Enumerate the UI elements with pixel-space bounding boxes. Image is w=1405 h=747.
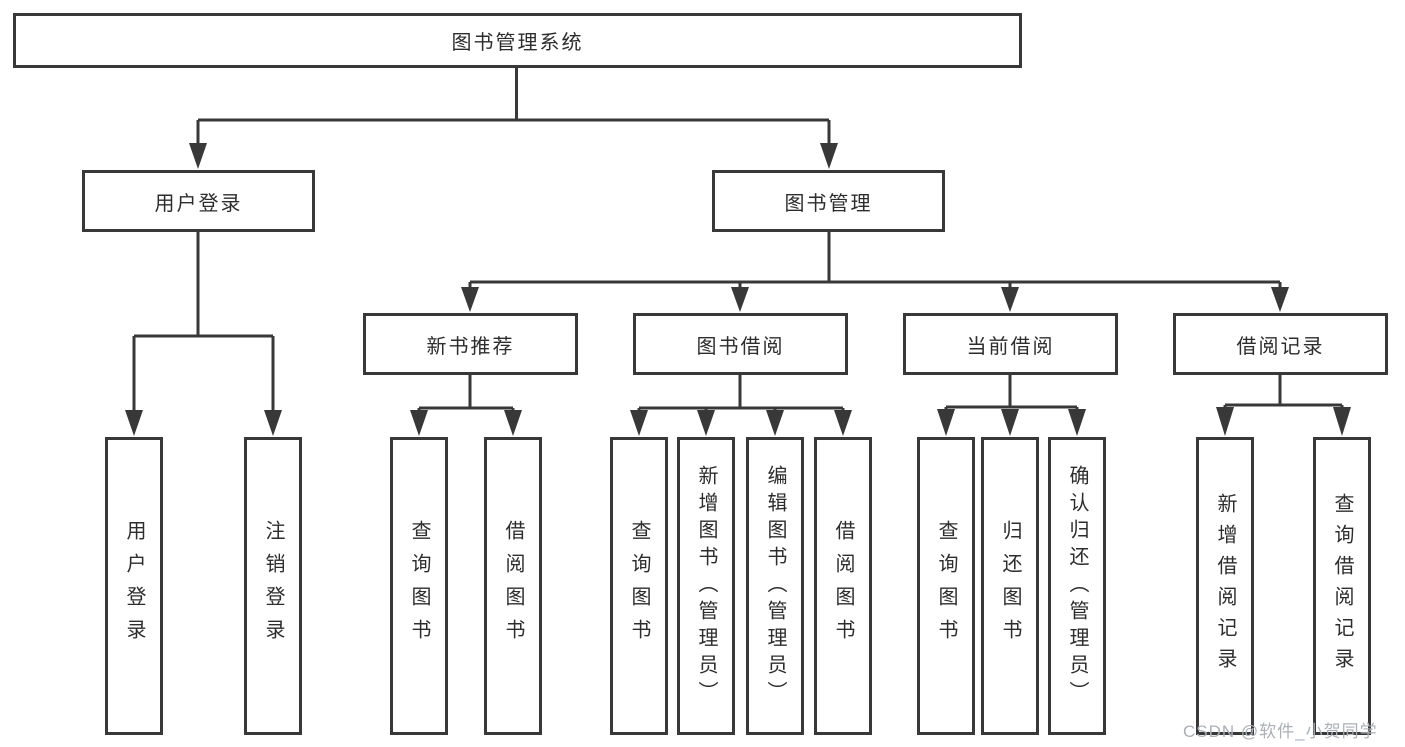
leaf-cb-return-book: 归还图书 bbox=[981, 437, 1039, 735]
arrowheads-level2 bbox=[189, 143, 838, 169]
leaf-cb-query-book: 查询图书 bbox=[917, 437, 975, 735]
arrowheads-book-borrow-group bbox=[630, 410, 852, 436]
leaf-logout: 注销登录 bbox=[244, 437, 302, 735]
connector-book-borrow-group bbox=[637, 375, 845, 412]
connector-new-book-group bbox=[417, 375, 515, 412]
leaf-bb-query-book: 查询图书 bbox=[610, 437, 668, 735]
arrowheads-new-book-group bbox=[410, 410, 522, 436]
leaf-nbr-query-book: 查询图书 bbox=[390, 437, 448, 735]
arrowheads-user-login-group bbox=[125, 410, 282, 436]
connector-current-borrow-group bbox=[944, 375, 1079, 411]
node-current-borrow: 当前借阅 bbox=[903, 313, 1118, 375]
leaf-br-query-record: 查询借阅记录 bbox=[1313, 437, 1371, 735]
node-new-book-recommend: 新书推荐 bbox=[363, 313, 578, 375]
leaf-user-login: 用户登录 bbox=[105, 437, 163, 735]
connector-user-login-group bbox=[132, 232, 275, 414]
connector-root-to-level2 bbox=[196, 68, 831, 146]
connector-book-mgmt-group bbox=[468, 232, 1282, 290]
node-user-login: 用户登录 bbox=[82, 170, 315, 232]
arrowheads-level3 bbox=[461, 287, 1289, 312]
node-book-borrow: 图书借阅 bbox=[633, 313, 848, 375]
leaf-bb-edit-book-admin: 编辑图书（管理员） bbox=[746, 437, 804, 735]
arrowheads-current-borrow-group bbox=[937, 409, 1086, 436]
leaf-cb-confirm-return-admin: 确认归还（管理员） bbox=[1048, 437, 1106, 735]
leaf-bb-add-book-admin: 新增图书（管理员） bbox=[677, 437, 735, 735]
node-book-management: 图书管理 bbox=[712, 170, 945, 232]
csdn-watermark: CSDN @软件_小贺同学 bbox=[1183, 722, 1378, 741]
leaf-br-add-record: 新增借阅记录 bbox=[1196, 437, 1254, 735]
connector-borrow-record-group bbox=[1223, 375, 1344, 409]
arrowheads-borrow-record-group bbox=[1216, 407, 1351, 436]
leaf-bb-borrow-book: 借阅图书 bbox=[814, 437, 872, 735]
node-root-system: 图书管理系统 bbox=[13, 13, 1022, 68]
leaf-nbr-borrow-book: 借阅图书 bbox=[484, 437, 542, 735]
node-borrow-records: 借阅记录 bbox=[1173, 313, 1388, 375]
